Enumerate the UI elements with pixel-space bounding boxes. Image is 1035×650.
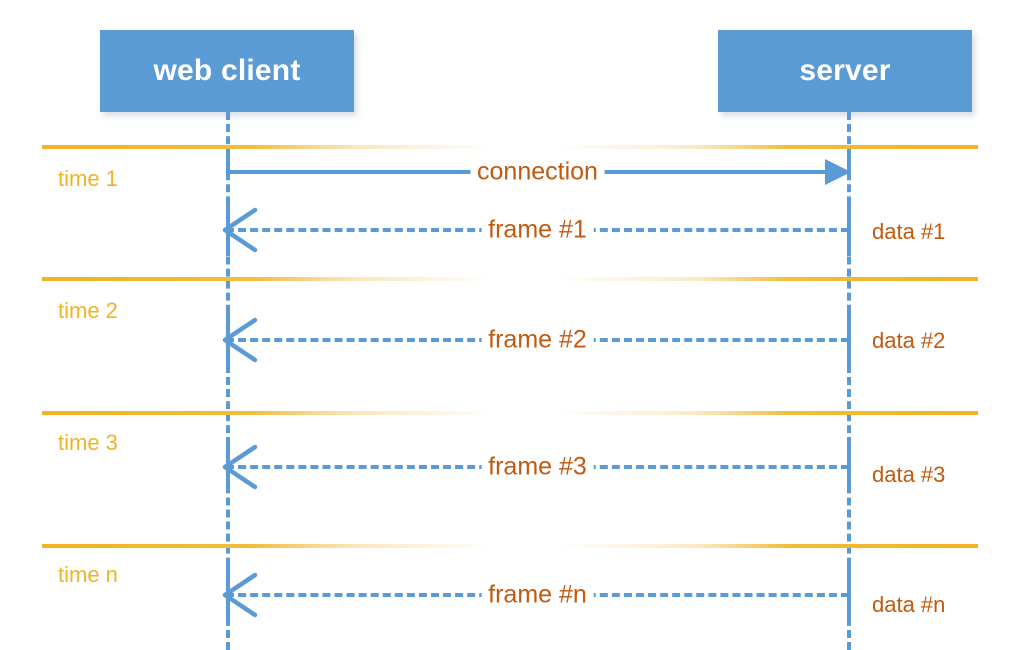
message-frame-1[interactable]: frame #1	[222, 207, 849, 253]
lifeline-server	[847, 112, 851, 650]
arrowhead-left-icon	[222, 317, 258, 363]
time-label-2: time 2	[58, 298, 118, 323]
message-frame-3-label: frame #3	[481, 454, 594, 480]
data-label-3: data #3	[872, 462, 946, 487]
message-frame-n-label: frame #n	[481, 582, 594, 608]
time-separator-1	[42, 145, 978, 149]
time-separator-2	[42, 277, 978, 281]
participant-web-client[interactable]: web client	[100, 30, 354, 112]
arrowhead-left-icon	[222, 572, 258, 618]
message-frame-2-origin-stub	[847, 310, 851, 366]
message-connection-origin-stub	[226, 152, 230, 174]
time-separator-4	[42, 544, 978, 548]
data-label-2: data #2	[872, 328, 946, 353]
time-label-4: time n	[58, 562, 118, 587]
message-frame-3-origin-stub	[847, 437, 851, 493]
message-connection[interactable]: connection	[226, 159, 851, 185]
data-label-n: data #n	[872, 592, 946, 617]
message-frame-n[interactable]: frame #n	[222, 572, 849, 618]
message-frame-2[interactable]: frame #2	[222, 317, 849, 363]
message-frame-2-label: frame #2	[481, 327, 594, 353]
message-frame-1-origin-stub	[847, 200, 851, 256]
message-frame-1-label: frame #1	[481, 217, 594, 243]
participant-web-client-label: web client	[153, 54, 301, 87]
time-separator-3	[42, 411, 978, 415]
arrowhead-left-icon	[222, 207, 258, 253]
time-label-3: time 3	[58, 430, 118, 455]
participant-server-label: server	[799, 54, 891, 87]
message-frame-3[interactable]: frame #3	[222, 444, 849, 490]
arrowhead-right-icon	[825, 159, 851, 185]
data-label-1: data #1	[872, 219, 946, 244]
message-connection-label: connection	[470, 159, 605, 185]
participant-server[interactable]: server	[718, 30, 972, 112]
message-frame-n-origin-stub	[847, 565, 851, 621]
arrowhead-left-icon	[222, 444, 258, 490]
lifeline-web-client	[226, 112, 230, 650]
time-label-1: time 1	[58, 166, 118, 191]
